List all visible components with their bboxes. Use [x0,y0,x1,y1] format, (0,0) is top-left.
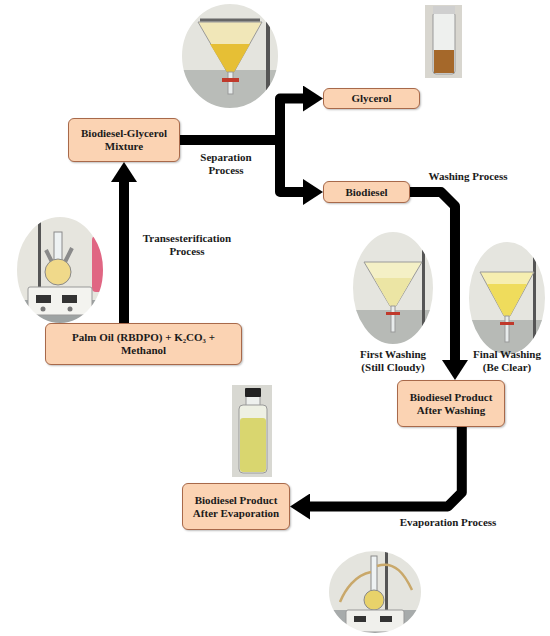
first-washing-photo-part-part [386,312,400,315]
first-washing-photo-part-part [364,262,422,306]
reactor-photo-part [10,210,114,330]
final-washing-photo-part [467,240,547,356]
process-arrow [310,427,462,507]
evaporation-photo-part-part [371,556,377,592]
first-washing-photo-part-part [391,306,395,332]
reactor-photo-part-part [62,295,77,303]
first-washing-photo [350,230,440,350]
biodiesel-bottle-photo-part [245,388,261,397]
evaporation-photo [325,548,425,636]
separation-photo-part-part [210,44,250,72]
process-box: Palm Oil (RBDPO) + K₂CO₃ + Methanol [45,323,242,365]
evaporation-photo-part-part [380,616,392,622]
glycerol-vial-photo [425,5,462,78]
first-washing-photo-part [350,230,440,350]
process-label: Transesterification Process [136,232,238,258]
process-arrow [180,140,303,192]
separation-photo [178,0,282,115]
final-washing-photo-part-part [500,322,514,325]
reactor-photo-part-part [36,295,51,303]
reactor-photo-part-part [68,307,73,312]
box-text: Biodiesel [345,186,387,199]
biodiesel-bottle-photo [232,385,272,477]
final-washing-photo [466,240,550,360]
evaporation-photo-part [325,548,425,636]
first-washing-photo-part-part [374,278,412,306]
biodiesel-bottle-photo-part [232,385,272,477]
separation-photo-part-part [198,22,262,72]
biodiesel-bottle-photo-part [240,418,266,472]
final-washing-photo-part-part [487,284,527,316]
separation-photo-part [180,2,280,110]
separation-photo-part-part [200,19,260,22]
reactor-photo-part-part [54,232,62,262]
reactor-photo-part-part [41,307,46,312]
box-text: Palm Oil (RBDPO) + K₂CO₃ + Methanol [50,331,237,357]
final-washing-photo-part-part [480,272,534,316]
reactor-photo-part-part [38,222,41,292]
process-arrow [180,99,303,141]
reactor-photo-part-part [45,259,71,285]
final-washing-photo-part [466,240,550,360]
process-label: Separation Process [190,151,262,177]
evaporation-photo-part-part [325,548,425,610]
reactor-photo [10,210,114,330]
box-text: Biodiesel-Glycerol Mixture [73,127,175,153]
box-text: Biodiesel Product After Evaporation [187,494,285,520]
separation-photo-part [178,0,282,115]
evaporation-photo-part-part [385,550,388,610]
evaporation-photo-part-part [364,590,384,610]
process-box: Glycerol [323,88,420,109]
final-washing-photo-part-part [466,240,550,320]
evaporation-photo-part-part [354,616,366,622]
first-washing-photo-part [351,230,435,346]
process-box: Biodiesel Product After Washing [397,380,505,427]
photo-caption: Final Washing (Be Clear) [465,348,549,374]
glycerol-vial-photo-part [433,6,455,14]
process-box: Biodiesel-Glycerol Mixture [68,118,180,162]
box-text: Biodiesel Product After Washing [402,391,500,417]
separation-photo-part-part [222,78,239,82]
evaporation-photo-part [327,549,423,635]
glycerol-vial-photo-part [434,50,454,73]
final-washing-photo-part-part [505,316,509,342]
glycerol-vial-photo-part [433,12,455,74]
evaporation-photo-part-part [346,610,404,632]
process-box: Biodiesel Product After Evaporation [182,483,290,530]
box-text: Glycerol [351,92,391,105]
process-box: Biodiesel [323,181,410,203]
separation-photo-part-part [228,72,233,94]
glycerol-vial-photo-part [425,5,462,78]
process-label: Evaporation Process [390,516,506,529]
reactor-photo-part-part [28,287,92,315]
process-arrow [410,192,455,360]
first-washing-photo-part-part [350,230,440,310]
reactor-photo-part [15,215,105,325]
biodiesel-bottle-photo-part [239,405,267,473]
process-label: Washing Process [414,170,522,183]
process-arrow [119,182,129,323]
photo-caption: First Washing (Still Cloudy) [351,348,435,374]
